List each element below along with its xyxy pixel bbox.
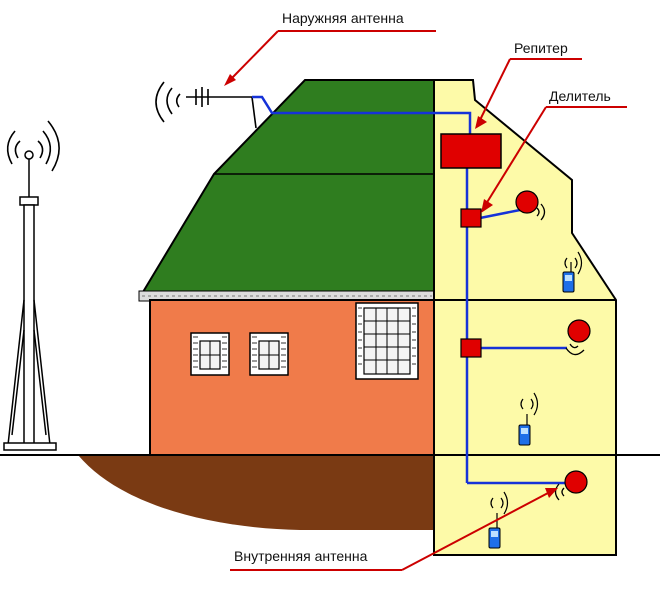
phone-icon-floor3	[562, 251, 583, 293]
label-repeater: Репитер	[514, 40, 568, 56]
repeater-device	[440, 133, 502, 169]
tower-signal-icon	[6, 120, 60, 172]
label-outdoor-antenna: Наружняя антенна	[282, 10, 404, 26]
indoor-antenna-3	[554, 470, 588, 501]
cutaway-section	[433, 79, 617, 556]
callout-indoor-antenna	[230, 488, 558, 571]
indoor-antenna-2	[565, 319, 591, 356]
phone-icon-floor2	[518, 392, 539, 446]
splitter-2	[460, 338, 482, 358]
callout-splitter	[481, 106, 627, 213]
label-splitter: Делитель	[549, 88, 611, 104]
ground-soil	[78, 455, 434, 530]
window-large	[355, 302, 419, 380]
label-indoor-antenna: Внутренняя антенна	[234, 548, 368, 564]
indoor-antenna-1	[515, 190, 546, 221]
callout-outdoor-antenna	[224, 30, 436, 86]
outdoor-antenna-icon	[155, 81, 257, 129]
window-middle	[249, 332, 289, 376]
window-left	[190, 332, 230, 376]
splitter-1	[460, 208, 482, 228]
cell-tower	[3, 150, 57, 451]
callout-repeater	[475, 58, 582, 129]
phone-icon-floor1	[488, 491, 509, 549]
